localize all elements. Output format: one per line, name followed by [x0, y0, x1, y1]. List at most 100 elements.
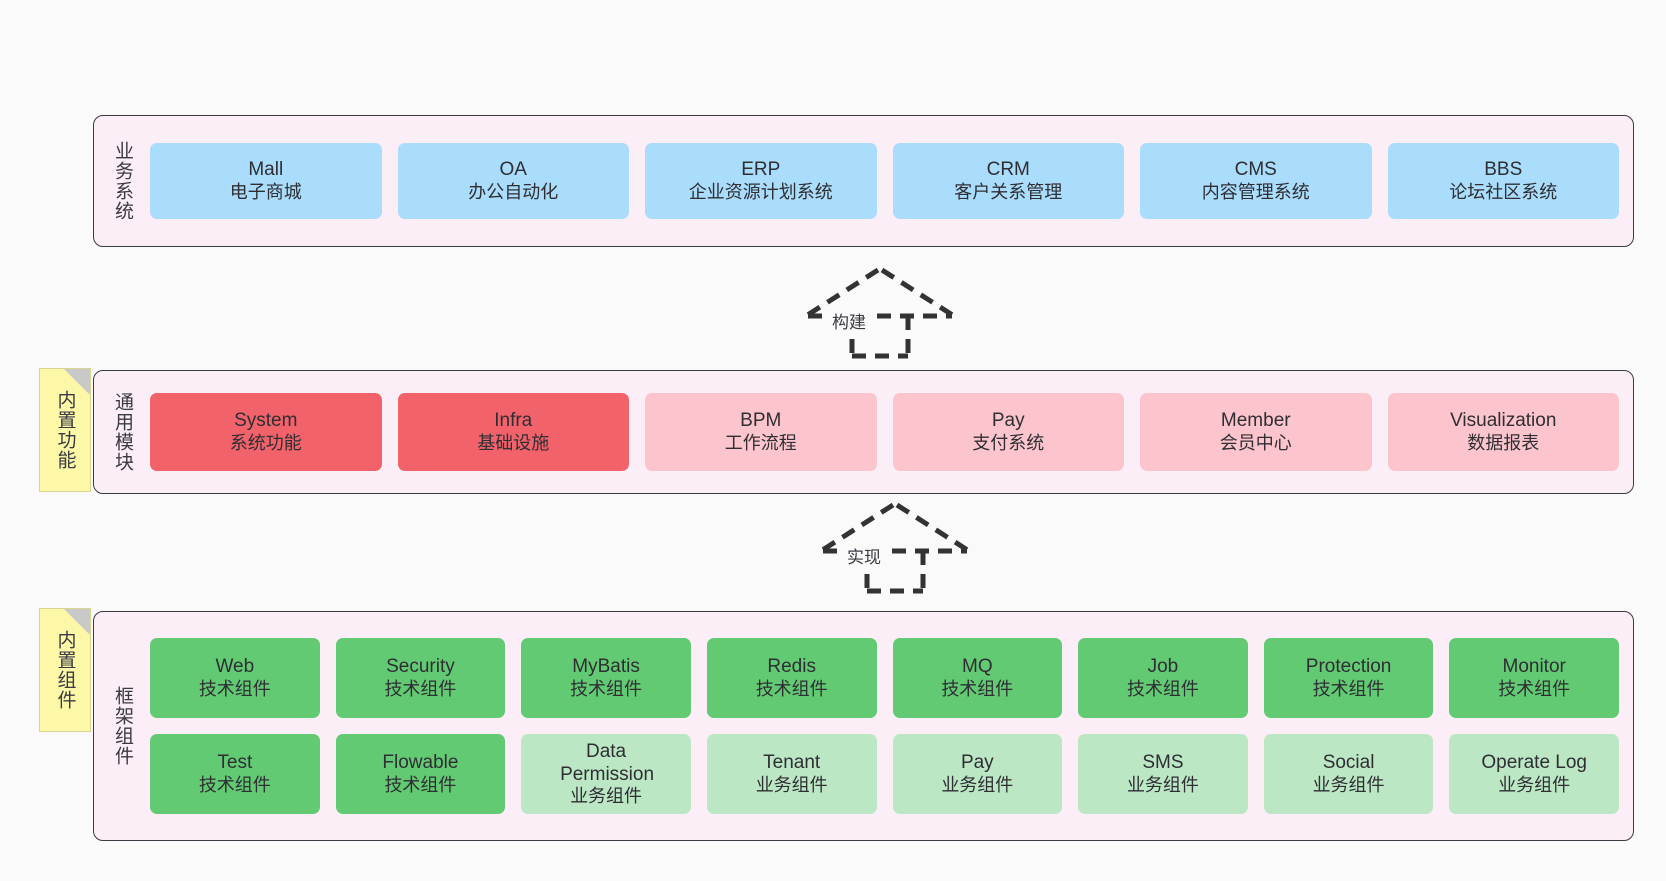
box-system[interactable]: System 系统功能 [150, 393, 382, 471]
box-title: Test [217, 752, 253, 774]
box-title: Flowable [382, 752, 459, 774]
box-title: Operate Log [1481, 752, 1587, 774]
box-title: Protection [1305, 656, 1392, 678]
box-title: Social [1322, 752, 1375, 774]
box-flowable[interactable]: Flowable 技术组件 [335, 734, 506, 814]
box-infra[interactable]: Infra 基础设施 [397, 393, 629, 471]
box-subtitle: 技术组件 [755, 678, 828, 699]
box-member[interactable]: Member 会员中心 [1140, 393, 1372, 471]
box-pay-module[interactable]: Pay 支付系统 [892, 393, 1124, 471]
layer-body-common-module: System 系统功能 Infra 基础设施 BPM 工作流程 Pay 支付系统… [150, 371, 1633, 493]
layer-title-common-module: 通用模块 [112, 392, 134, 472]
box-redis[interactable]: Redis 技术组件 [706, 638, 877, 718]
connector-build: 构建 [800, 267, 960, 359]
box-title: System [234, 410, 298, 432]
box-subtitle: 技术组件 [384, 678, 457, 699]
note-label: 内置组件 [54, 630, 76, 710]
box-mq[interactable]: MQ 技术组件 [892, 638, 1063, 718]
row-business-components: Test 技术组件 Flowable 技术组件 Data Permission … [150, 734, 1619, 814]
row-tech-components: Web 技术组件 Security 技术组件 MyBatis 技术组件 Redi… [150, 638, 1619, 718]
box-web[interactable]: Web 技术组件 [150, 638, 320, 718]
box-subtitle: 业务组件 [1126, 774, 1199, 795]
box-title: CRM [986, 159, 1030, 181]
layer-body-business-system: Mall 电子商城 OA 办公自动化 ERP 企业资源计划系统 CRM 客户关系… [150, 116, 1633, 246]
layer-common-module: 通用模块 System 系统功能 Infra 基础设施 BPM 工作流程 Pay… [93, 370, 1634, 494]
arrowhead-left-edge [819, 502, 895, 554]
box-subtitle: 业务组件 [570, 786, 643, 807]
box-cms[interactable]: CMS 内容管理系统 [1140, 143, 1372, 219]
row-common-modules: System 系统功能 Infra 基础设施 BPM 工作流程 Pay 支付系统… [150, 393, 1619, 471]
box-title: Tenant [763, 752, 821, 774]
arrowhead-left-edge [804, 267, 880, 319]
connector-build-label: 构建 [830, 308, 868, 333]
box-subtitle: 企业资源计划系统 [688, 181, 833, 202]
layer-business-system: 业务系统 Mall 电子商城 OA 办公自动化 ERP 企业资源计划系统 CRM… [93, 115, 1634, 247]
box-subtitle: 办公自动化 [468, 181, 559, 202]
box-subtitle: 技术组件 [1498, 678, 1571, 699]
note-builtin-component: 内置组件 [39, 608, 91, 732]
arrowhead-right-edge [880, 267, 956, 319]
box-subtitle: 数据报表 [1467, 432, 1540, 453]
box-bbs[interactable]: BBS 论坛社区系统 [1387, 143, 1619, 219]
box-bpm[interactable]: BPM 工作流程 [645, 393, 877, 471]
box-erp[interactable]: ERP 企业资源计划系统 [645, 143, 877, 219]
box-subtitle: 业务组件 [941, 774, 1014, 795]
arrowhead-right-edge [895, 502, 971, 554]
layer-title-framework-component: 框架组件 [112, 686, 134, 766]
box-title: Security [386, 656, 455, 678]
box-protection[interactable]: Protection 技术组件 [1263, 638, 1434, 718]
layer-title-business-system: 业务系统 [112, 141, 134, 221]
layer-framework-component: 框架组件 Web 技术组件 Security 技术组件 MyBatis 技术组件… [93, 611, 1634, 841]
box-subtitle: 支付系统 [972, 432, 1045, 453]
box-test[interactable]: Test 技术组件 [150, 734, 320, 814]
box-tenant[interactable]: Tenant 业务组件 [706, 734, 877, 814]
box-subtitle: 技术组件 [198, 678, 271, 699]
folded-corner-icon [64, 609, 90, 635]
box-title: SMS [1142, 752, 1184, 774]
box-mybatis[interactable]: MyBatis 技术组件 [521, 638, 691, 718]
box-subtitle: 业务组件 [1498, 774, 1571, 795]
folded-corner-icon [64, 369, 90, 395]
box-operate-log[interactable]: Operate Log 业务组件 [1449, 734, 1619, 814]
connector-implement: 实现 [815, 502, 975, 594]
row-business-systems: Mall 电子商城 OA 办公自动化 ERP 企业资源计划系统 CRM 客户关系… [150, 143, 1619, 219]
box-social[interactable]: Social 业务组件 [1263, 734, 1434, 814]
box-title: Pay [991, 410, 1025, 432]
box-subtitle: 技术组件 [384, 774, 457, 795]
box-subtitle: 基础设施 [477, 432, 550, 453]
box-crm[interactable]: CRM 客户关系管理 [892, 143, 1124, 219]
box-subtitle: 业务组件 [755, 774, 828, 795]
note-builtin-function: 内置功能 [39, 368, 91, 492]
box-visualization[interactable]: Visualization 数据报表 [1387, 393, 1619, 471]
box-subtitle: 工作流程 [724, 432, 797, 453]
box-subtitle: 内容管理系统 [1201, 181, 1310, 202]
box-sms[interactable]: SMS 业务组件 [1078, 734, 1248, 814]
box-title: Data Permission [560, 740, 655, 786]
box-title: Job [1147, 656, 1179, 678]
box-title: Visualization [1450, 410, 1557, 432]
connector-implement-label: 实现 [845, 543, 883, 568]
box-mall[interactable]: Mall 电子商城 [150, 143, 382, 219]
box-job[interactable]: Job 技术组件 [1078, 638, 1248, 718]
box-security[interactable]: Security 技术组件 [335, 638, 506, 718]
box-title: Web [215, 656, 255, 678]
box-title: CMS [1234, 159, 1277, 181]
box-title: Monitor [1502, 656, 1566, 678]
layer-body-framework-component: Web 技术组件 Security 技术组件 MyBatis 技术组件 Redi… [150, 612, 1633, 840]
box-oa[interactable]: OA 办公自动化 [397, 143, 629, 219]
box-title: Mall [248, 159, 284, 181]
box-subtitle: 会员中心 [1219, 432, 1292, 453]
box-data-permission[interactable]: Data Permission 业务组件 [521, 734, 691, 814]
box-pay-component[interactable]: Pay 业务组件 [892, 734, 1063, 814]
box-title: Pay [960, 752, 994, 774]
box-monitor[interactable]: Monitor 技术组件 [1449, 638, 1619, 718]
box-title: Member [1220, 410, 1291, 432]
box-subtitle: 技术组件 [941, 678, 1014, 699]
box-subtitle: 客户关系管理 [954, 181, 1063, 202]
box-title: Redis [767, 656, 816, 678]
box-subtitle: 业务组件 [1312, 774, 1385, 795]
box-title: MyBatis [572, 656, 640, 678]
box-title: OA [499, 159, 527, 181]
box-subtitle: 技术组件 [1312, 678, 1385, 699]
